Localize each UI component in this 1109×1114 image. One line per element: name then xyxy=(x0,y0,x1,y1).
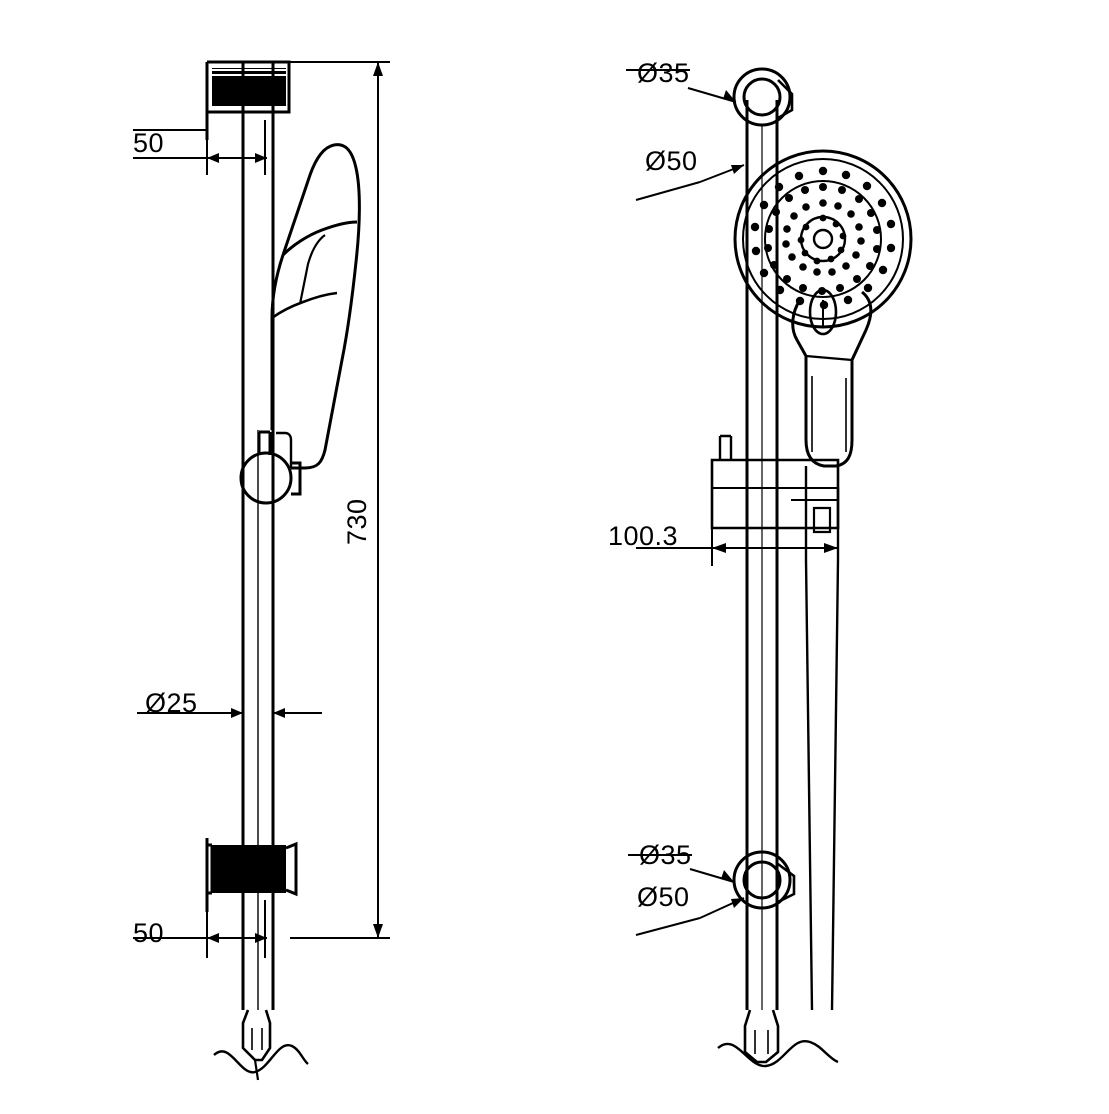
dim-holder-projection: 100.3 xyxy=(608,521,679,551)
front-top-bracket xyxy=(732,67,794,127)
dim-front-top-inner: Ø35 xyxy=(637,58,690,88)
front-hose xyxy=(743,1009,780,1064)
front-bottom-bracket xyxy=(732,850,796,910)
front-dimensions xyxy=(626,69,839,936)
nozzle-dots xyxy=(750,166,896,310)
side-slider-ring xyxy=(239,430,302,505)
side-handshower xyxy=(270,143,361,470)
side-break-line xyxy=(213,1044,309,1074)
front-rail xyxy=(745,100,779,1010)
side-bottom-bracket xyxy=(205,838,298,912)
side-top-bracket xyxy=(205,60,291,140)
front-view xyxy=(626,67,913,1068)
front-break-line xyxy=(717,1039,839,1068)
dim-rail-diameter: Ø25 xyxy=(145,688,198,718)
side-hose xyxy=(241,1009,272,1081)
dim-front-top-outer: Ø50 xyxy=(645,146,698,176)
front-holder xyxy=(710,434,840,1011)
dim-front-bottom-outer: Ø50 xyxy=(637,882,690,912)
side-view xyxy=(133,60,390,1081)
side-dimensions xyxy=(133,61,390,958)
dim-side-bottom-offset: 50 xyxy=(133,918,165,948)
dim-overall-height: 730 xyxy=(342,498,372,545)
dim-side-top-offset: 50 xyxy=(133,128,165,158)
dim-front-bottom-inner: Ø35 xyxy=(639,840,692,870)
front-shower-head xyxy=(733,149,913,468)
